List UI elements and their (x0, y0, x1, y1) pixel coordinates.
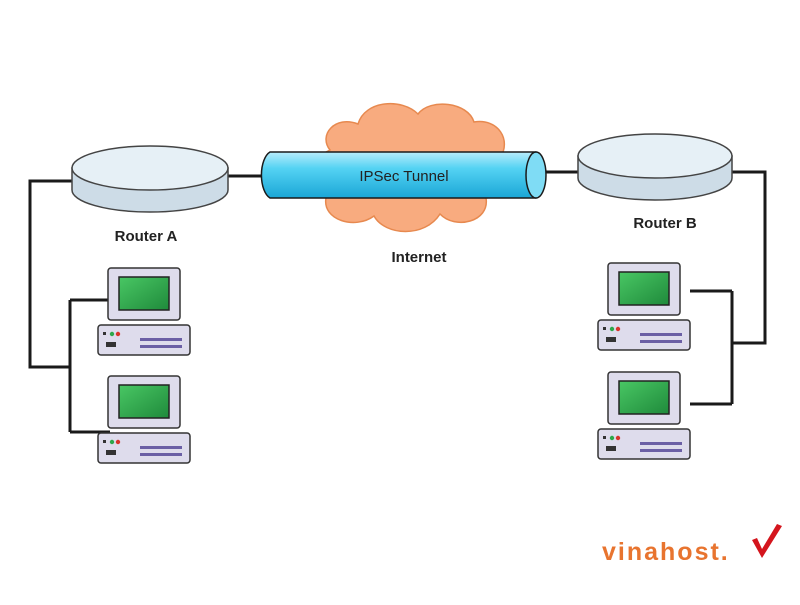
computer-icon (597, 262, 691, 351)
computer-icon (97, 267, 191, 356)
router-b-icon (577, 133, 733, 201)
router-a-label: Router A (115, 228, 178, 245)
computer-icon (597, 371, 691, 460)
internet-label: Internet (391, 249, 446, 266)
wire-router-b-trunk (732, 170, 767, 345)
computer-icon (97, 375, 191, 464)
router-b-label: Router B (633, 215, 697, 232)
vinahost-logo: vinahost. (602, 524, 782, 566)
brand-wordmark: vinahost. (602, 538, 730, 566)
wire-router-a-trunk (28, 179, 72, 369)
check-icon (752, 524, 782, 558)
tunnel-label: IPSec Tunnel (359, 168, 448, 185)
router-a-icon (71, 145, 229, 213)
ipsec-tunnel-icon (260, 151, 547, 199)
